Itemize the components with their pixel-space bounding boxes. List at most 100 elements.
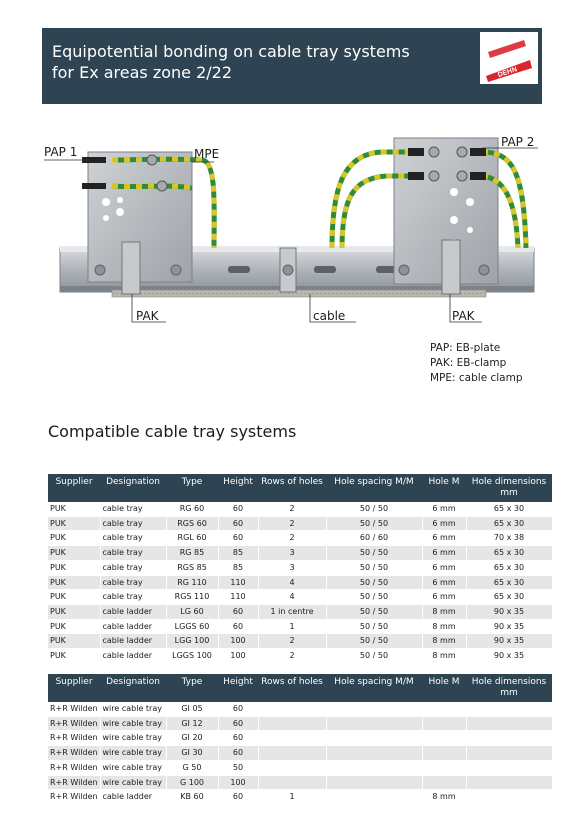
table-cell: 2 [258, 633, 327, 650]
table-cell: 60 [218, 604, 259, 620]
table-cell: PUK [48, 560, 101, 576]
table-cell: 8 mm [422, 648, 467, 664]
column-header-label: Designation [106, 677, 160, 687]
table-cell: cable ladder [100, 604, 167, 620]
table-cell: wire cable tray [100, 760, 167, 776]
table-cell: wire cable tray [100, 745, 167, 761]
section-title: Compatible cable tray systems [48, 422, 297, 441]
table-cell: 3 [258, 545, 327, 561]
table-cell [258, 716, 327, 732]
table-cell: G 100 [166, 775, 219, 791]
table-cell: 6 mm [422, 516, 467, 532]
table-cell: 85 [218, 560, 259, 576]
table-cell: RGS 60 [166, 516, 219, 532]
table-cell: RG 85 [166, 545, 219, 561]
table-cell: 50 / 50 [326, 502, 423, 517]
column-header: Hole dimensions mm [466, 474, 552, 502]
table-cell: 2 [258, 648, 327, 664]
table-cell: 60 [218, 530, 259, 547]
table-cell: 1 [258, 619, 327, 635]
table-cell: 100 [218, 648, 259, 664]
column-header: Designation [100, 674, 166, 702]
table-cell: cable ladder [100, 789, 167, 805]
table-cell: 8 mm [422, 789, 467, 805]
table-cell: 85 [218, 545, 259, 561]
legend-line-mpe: MPE: cable clamp [430, 372, 523, 384]
table-cell: 110 [218, 575, 259, 591]
label-pap1: PAP 1 [44, 145, 77, 159]
page-title: Equipotential bonding on cable tray syst… [52, 41, 410, 83]
table-cell [466, 716, 553, 732]
table-cell: LGG 100 [166, 633, 219, 650]
table-cell: 50 [218, 760, 259, 776]
table-cell: 50 / 50 [326, 604, 423, 620]
table-cell: 60 [218, 619, 259, 635]
column-header-label: Supplier [55, 677, 93, 687]
table-cell: PUK [48, 575, 101, 591]
table-cell: 8 mm [422, 619, 467, 635]
table-cell [466, 760, 553, 776]
table-cell: 60 [218, 745, 259, 761]
legend-line-pap: PAP: EB-plate [430, 342, 501, 354]
table-cell [326, 702, 423, 717]
table-cell [326, 745, 423, 761]
table-cell: RGS 85 [166, 560, 219, 576]
table-cell [466, 775, 553, 791]
table-cell: cable tray [100, 516, 167, 532]
table-cell: PUK [48, 530, 101, 547]
table-cell: 6 mm [422, 560, 467, 576]
column-header-label: Height [223, 477, 253, 487]
table-cell: wire cable tray [100, 775, 167, 791]
column-header: Designation [100, 474, 166, 502]
table-cell: 50 / 50 [326, 589, 423, 605]
table-cell: cable tray [100, 560, 167, 576]
table-cell: wire cable tray [100, 716, 167, 732]
column-header: Type [166, 674, 218, 702]
table-cell: 65 x 30 [466, 560, 553, 576]
table-cell: PUK [48, 589, 101, 605]
table-cell: 2 [258, 516, 327, 532]
table-cell: PUK [48, 502, 101, 517]
table-cell: PUK [48, 648, 101, 664]
table-cell: LGGS 60 [166, 619, 219, 635]
table-cell: 90 x 35 [466, 648, 553, 664]
column-header-label: Type [181, 477, 203, 487]
table-cell [258, 760, 327, 776]
table-cell: 2 [258, 502, 327, 517]
title-line-2: for Ex areas zone 2/22 [52, 63, 233, 82]
title-line-1: Equipotential bonding on cable tray syst… [52, 42, 410, 61]
table-cell: PUK [48, 516, 101, 532]
legend-line-pak: PAK: EB-clamp [430, 357, 507, 369]
column-header: Hole spacing M/M [326, 474, 422, 502]
table-cell: R+R Wilden [48, 760, 101, 776]
label-pak-right: PAK [452, 309, 476, 323]
table-cell [326, 775, 423, 791]
column-header: Type [166, 474, 218, 502]
table-cell [422, 716, 467, 732]
table-cell: LG 60 [166, 604, 219, 620]
table-cell: 50 / 50 [326, 648, 423, 664]
table-cell: 50 / 50 [326, 545, 423, 561]
table-cell: 90 x 35 [466, 619, 553, 635]
table-cell: 90 x 35 [466, 633, 553, 650]
table-cell: 60 [218, 502, 259, 517]
table-cell: 6 mm [422, 545, 467, 561]
table-cell: 4 [258, 575, 327, 591]
column-header: Hole M [422, 474, 466, 502]
label-cable: cable [313, 309, 345, 323]
table-cell: cable tray [100, 589, 167, 605]
table-cell: 1 [258, 789, 327, 805]
column-header: Height [218, 474, 258, 502]
dehn-logo: DEHN [480, 32, 538, 84]
table-cell: 60 / 60 [326, 530, 423, 547]
figure-legend: PAP: EB-plate PAK: EB-clamp MPE: cable c… [430, 341, 523, 386]
